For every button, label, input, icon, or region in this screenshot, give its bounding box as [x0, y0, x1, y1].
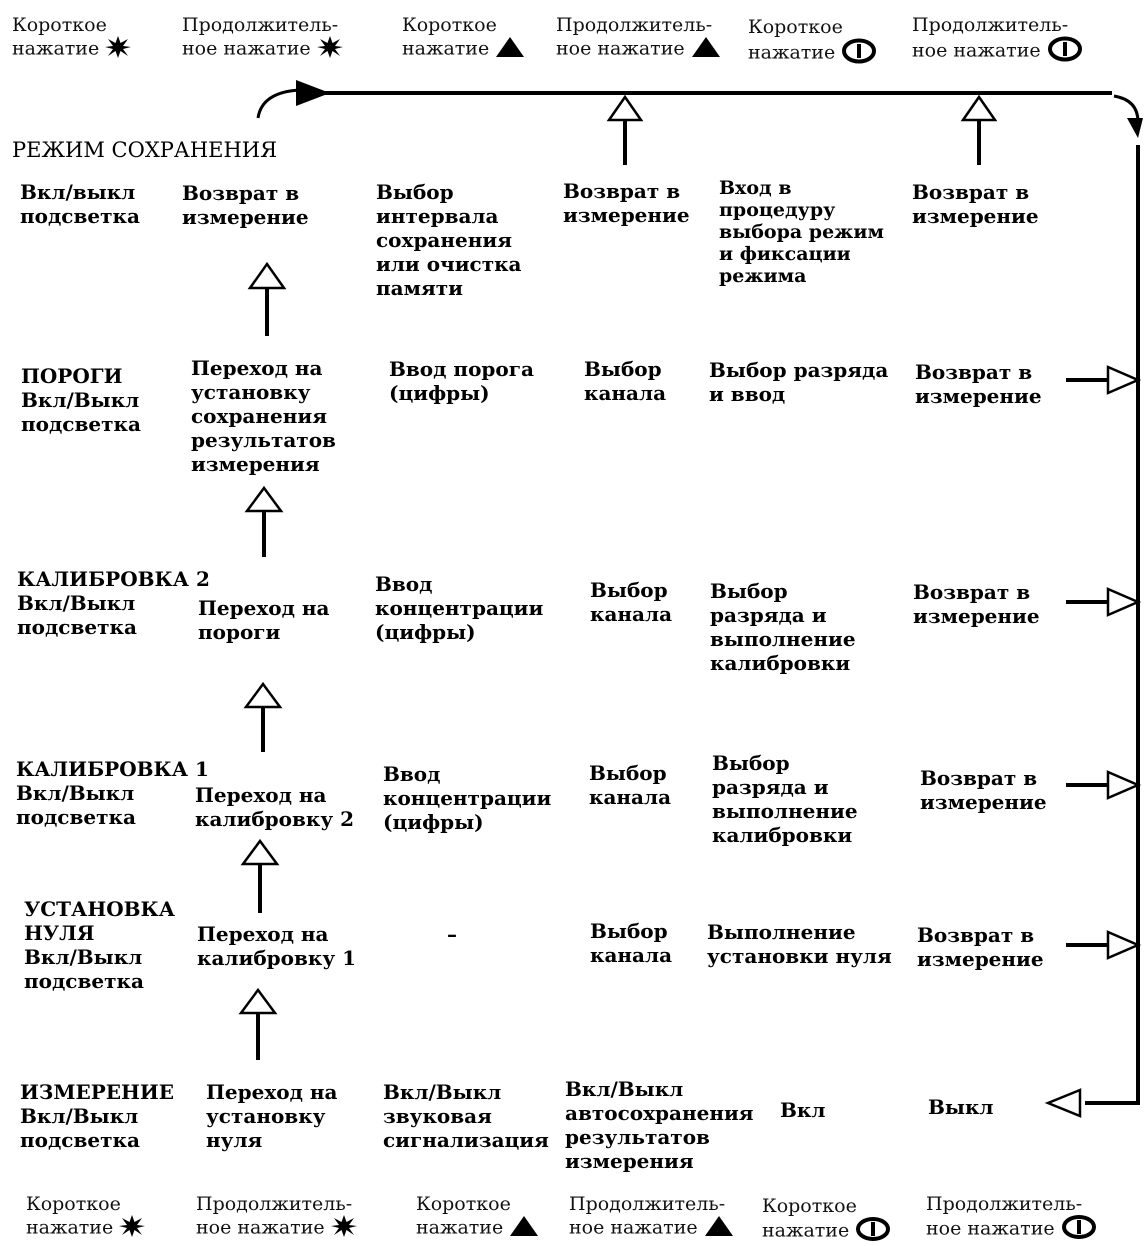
zero-setup-power-long: Возврат в измерение: [917, 923, 1044, 971]
measurement-power-short: Вкл: [780, 1098, 826, 1122]
calibration1-power-short: Выбор разряда и выполнение калибровки: [712, 751, 858, 847]
save-mode-power-short: Вход в процедуру выбора режим и фиксации…: [719, 177, 884, 287]
legend-star-long-bottom: Продолжитель- ное нажатие: [196, 1193, 357, 1242]
mode-step-arrows: [238, 261, 287, 1060]
power-circle-icon: [1061, 1215, 1097, 1244]
save-mode-triangle-long: Возврат в измерение: [563, 179, 690, 227]
star-icon: [330, 1215, 357, 1242]
thresholds-triangle-short: Ввод порога (цифры): [389, 357, 534, 405]
loop-arrowhead-top-right: [1127, 118, 1143, 138]
zero-setup-star-short: УСТАНОВКА НУЛЯ Вкл/Выкл подсветка: [24, 897, 176, 993]
measurement-triangle-short: Вкл/Выкл звуковая сигнализация: [383, 1080, 549, 1152]
legend-triangle-short-bottom: Короткое нажатие: [416, 1193, 539, 1242]
thresholds-triangle-long: Выбор канала: [584, 357, 667, 405]
save-mode-triangle-short: Выбор интервала сохранения или очистка п…: [376, 180, 522, 300]
triangle-up-icon: [691, 36, 721, 63]
return-loop: [256, 88, 1140, 1105]
zero-setup-triangle-short: –: [447, 922, 457, 946]
calibration2-power-long: Возврат в измерение: [913, 580, 1040, 628]
measurement-power-long: Выкл: [928, 1095, 994, 1119]
calibration1-star-short: КАЛИБРОВКА 1 Вкл/Выкл подсветка: [16, 757, 209, 829]
calibration2-triangle-long: Выбор канала: [590, 578, 673, 626]
save-mode-power-long: Возврат в измерение: [912, 180, 1039, 228]
zero-setup-triangle-long: Выбор канала: [590, 919, 673, 967]
loop-arrowhead-top-left: [296, 80, 330, 106]
calibration2-triangle-short: Ввод концентрации (цифры): [375, 572, 544, 644]
thresholds-star-long: Переход на установку сохранения результа…: [191, 356, 336, 476]
legend-triangle-long-top: Продолжитель- ное нажатие: [556, 14, 721, 63]
legend-star-short-top: Короткое нажатие: [12, 14, 132, 63]
triangle-up-icon: [495, 36, 525, 63]
save-mode-title: РЕЖИМ СОХРАНЕНИЯ: [12, 138, 278, 162]
legend-star-short-bottom: Короткое нажатие: [26, 1193, 146, 1242]
measurement-star-long: Переход на установку нуля: [206, 1080, 338, 1152]
legend-power-long-bottom: Продолжитель- ное нажатие: [926, 1193, 1097, 1244]
calibration1-triangle-short: Ввод концентрации (цифры): [383, 762, 552, 834]
legend-triangle-long-bottom: Продолжитель- ное нажатие: [569, 1193, 734, 1242]
calibration1-power-long: Возврат в измерение: [920, 766, 1047, 814]
measurement-star-short: ИЗМЕРЕНИЕ Вкл/Выкл подсветка: [20, 1080, 175, 1152]
save-mode-star-short: Вкл/выкл подсветка: [20, 180, 140, 228]
calibration1-star-long: Переход на калибровку 2: [195, 783, 355, 831]
triangle-up-icon: [704, 1215, 734, 1242]
thresholds-power-short: Выбор разряда и ввод: [709, 358, 889, 406]
legend-star-long-top: Продолжитель- ное нажатие: [182, 14, 343, 63]
calibration2-power-short: Выбор разряда и выполнение калибровки: [710, 579, 856, 675]
legend-power-long-top: Продолжитель- ное нажатие: [912, 14, 1083, 67]
calibration2-star-short: КАЛИБРОВКА 2 Вкл/Выкл подсветка: [17, 567, 210, 639]
star-icon: [105, 36, 132, 63]
measurement-entry-arrowhead: [1044, 1088, 1082, 1118]
thresholds-power-long: Возврат в измерение: [915, 360, 1042, 408]
measurement-triangle-long: Вкл/Выкл автосохранения результатов изме…: [565, 1077, 754, 1173]
power-circle-icon: [1047, 36, 1083, 67]
return-to-measurement-arrows: [1066, 365, 1142, 960]
save-mode-return-arrows: [606, 94, 998, 165]
triangle-up-icon: [509, 1215, 539, 1242]
thresholds-star-short: ПОРОГИ Вкл/Выкл подсветка: [21, 364, 141, 436]
star-icon: [316, 36, 343, 63]
legend-triangle-short-top: Короткое нажатие: [402, 14, 525, 63]
zero-setup-star-long: Переход на калибровку 1: [197, 922, 357, 970]
legend-power-short-top: Короткое нажатие: [748, 16, 877, 69]
legend-power-short-bottom: Короткое нажатие: [762, 1195, 891, 1246]
save-mode-star-long: Возврат в измерение: [182, 181, 309, 229]
power-circle-icon: [841, 38, 877, 69]
calibration1-triangle-long: Выбор канала: [589, 761, 672, 809]
power-circle-icon: [855, 1217, 891, 1246]
calibration2-star-long: Переход на пороги: [198, 596, 330, 644]
zero-setup-power-short: Выполнение установки нуля: [707, 920, 892, 968]
star-icon: [119, 1215, 146, 1242]
